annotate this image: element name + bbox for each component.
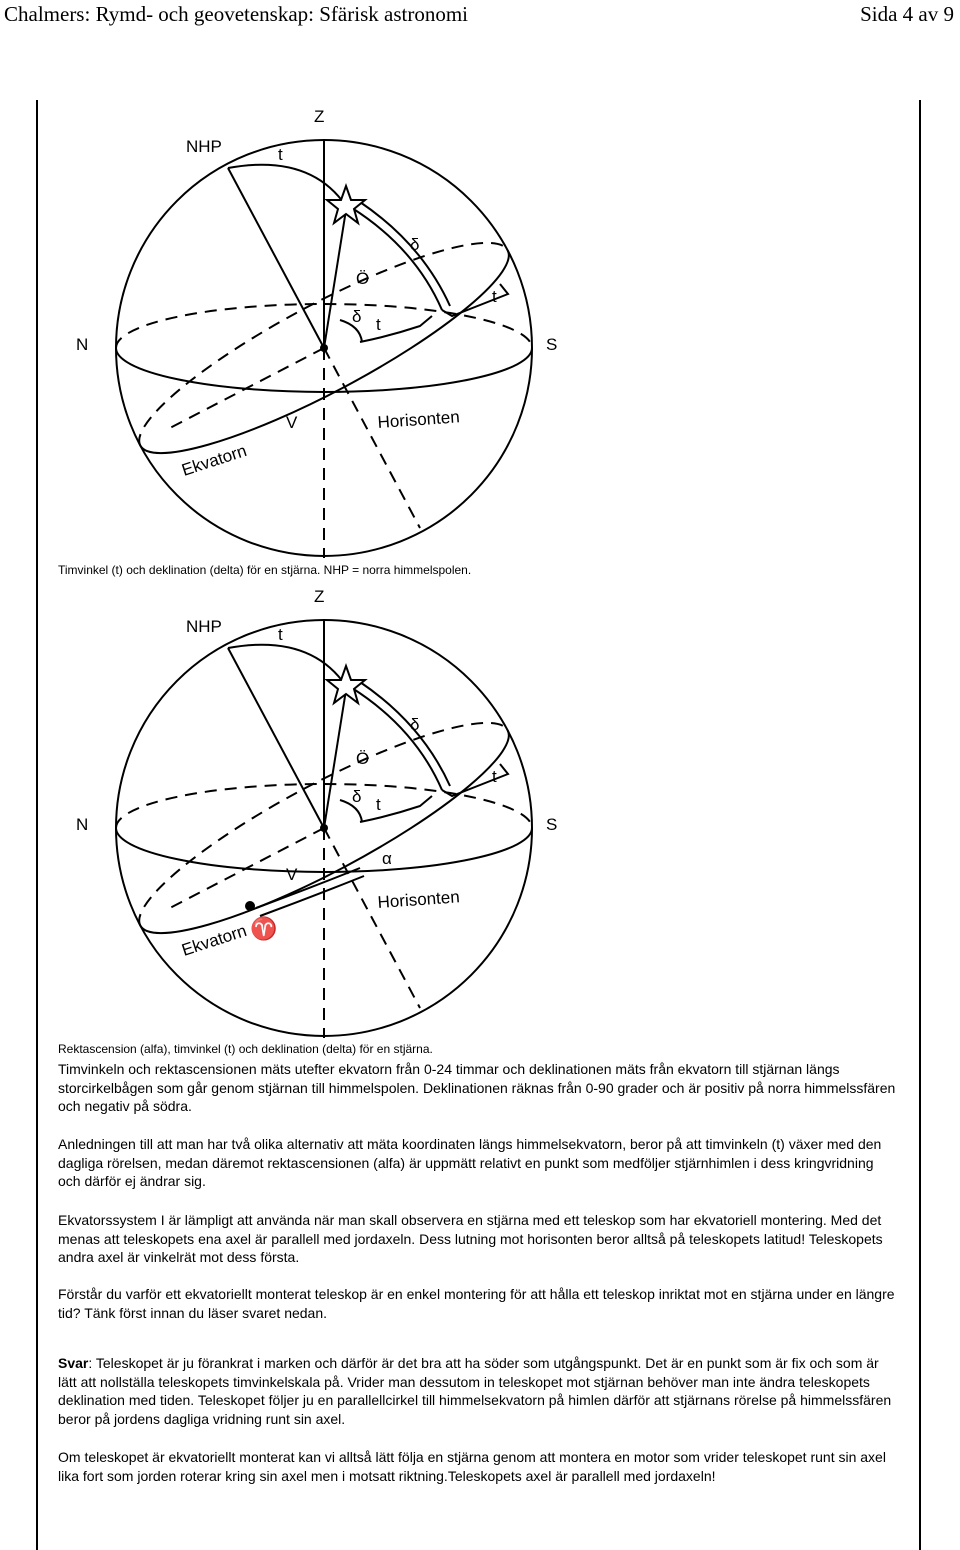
label-t-small: t <box>376 795 381 814</box>
celestial-sphere-figure-1: Z NHP t N S Ö δ t δ t V Horisonten Ekvat… <box>76 107 557 558</box>
paragraph-motor: Om teleskopet är ekvatoriellt monterat k… <box>58 1449 886 1484</box>
pole-axis-back <box>323 827 421 1009</box>
label-vernal-point: ♈ <box>250 916 277 941</box>
figure1-caption: Timvinkel (t) och deklination (delta) fö… <box>58 563 472 577</box>
label-east: Ö <box>356 269 369 288</box>
pole-axis-back <box>323 347 421 529</box>
horizon-back <box>115 303 533 349</box>
vernal-point-dot <box>245 901 255 911</box>
label-delta-arc: δ <box>410 715 419 734</box>
paragraph-measurement: Timvinkeln och rektascensionen mäts utef… <box>58 1061 896 1114</box>
angle-arc-t <box>359 315 433 343</box>
label-t-top: t <box>278 625 283 644</box>
frame-right-border <box>919 100 921 1550</box>
label-t-bracket: t <box>492 767 497 786</box>
west-east-line <box>169 347 325 429</box>
right-ascension-arc <box>255 867 365 917</box>
page-title: Chalmers: Rymd- och geovetenskap: Sfäris… <box>4 2 468 26</box>
paragraph-question: Förstår du varför ett ekvatoriellt monte… <box>58 1286 895 1321</box>
star-icon <box>324 663 368 706</box>
angle-arc-t <box>359 795 433 823</box>
equator-back <box>138 721 509 927</box>
label-delta-small: δ <box>352 787 361 806</box>
frame-left-border <box>36 100 38 1550</box>
paragraph-reason: Anledningen till att man har två olika a… <box>58 1136 882 1189</box>
celestial-sphere-figure-2: Z NHP t N S Ö δ t δ t α V Horisonten Ekv… <box>76 587 557 1038</box>
hour-circle-arc <box>227 643 347 687</box>
label-equator: Ekvatorn <box>179 441 249 480</box>
hour-circle-arc <box>227 163 347 207</box>
label-east: Ö <box>356 749 369 768</box>
label-north: N <box>76 335 88 354</box>
star-line <box>323 209 347 349</box>
label-equator: Ekvatorn <box>179 921 249 960</box>
angle-arc-delta <box>339 319 363 343</box>
angle-arc-delta <box>339 799 363 823</box>
label-delta-arc: δ <box>410 235 419 254</box>
hour-angle-bracket <box>441 763 510 798</box>
hour-circle-double <box>351 681 451 791</box>
observer-point <box>320 344 328 352</box>
paragraph-equatorial-system: Ekvatorssystem I är lämpligt att använda… <box>58 1212 883 1265</box>
label-t-small: t <box>376 315 381 334</box>
answer-body: : Teleskopet är ju förankrat i marken oc… <box>58 1355 892 1427</box>
paragraph-answer: Svar: Teleskopet är ju förankrat i marke… <box>58 1354 898 1428</box>
label-pole: NHP <box>186 617 222 636</box>
label-zenith: Z <box>314 107 324 126</box>
answer-label: Svar <box>58 1355 89 1371</box>
hour-angle-bracket <box>441 283 510 318</box>
page-number: Sida 4 av 9 <box>860 2 954 26</box>
label-horizon: Horisonten <box>377 407 460 432</box>
horizon-back <box>115 783 533 829</box>
west-east-line <box>169 827 325 909</box>
figure2-caption: Rektascension (alfa), timvinkel (t) och … <box>58 1042 433 1056</box>
label-delta-small: δ <box>352 307 361 326</box>
pole-axis <box>227 167 325 349</box>
equator-back <box>138 241 509 447</box>
label-alpha: α <box>382 849 392 868</box>
label-t-top: t <box>278 145 283 164</box>
label-t-bracket: t <box>492 287 497 306</box>
star-line <box>323 689 347 829</box>
label-zenith: Z <box>314 587 324 606</box>
label-west: V <box>286 413 298 432</box>
pole-axis <box>227 647 325 829</box>
label-pole: NHP <box>186 137 222 156</box>
star-icon <box>324 183 368 226</box>
label-south: S <box>546 335 557 354</box>
label-west: V <box>286 865 298 884</box>
label-horizon: Horisonten <box>377 887 460 912</box>
page-header: Chalmers: Rymd- och geovetenskap: Sfäris… <box>0 0 960 34</box>
hour-circle-double <box>351 201 451 311</box>
label-south: S <box>546 815 557 834</box>
label-north: N <box>76 815 88 834</box>
observer-point <box>320 824 328 832</box>
